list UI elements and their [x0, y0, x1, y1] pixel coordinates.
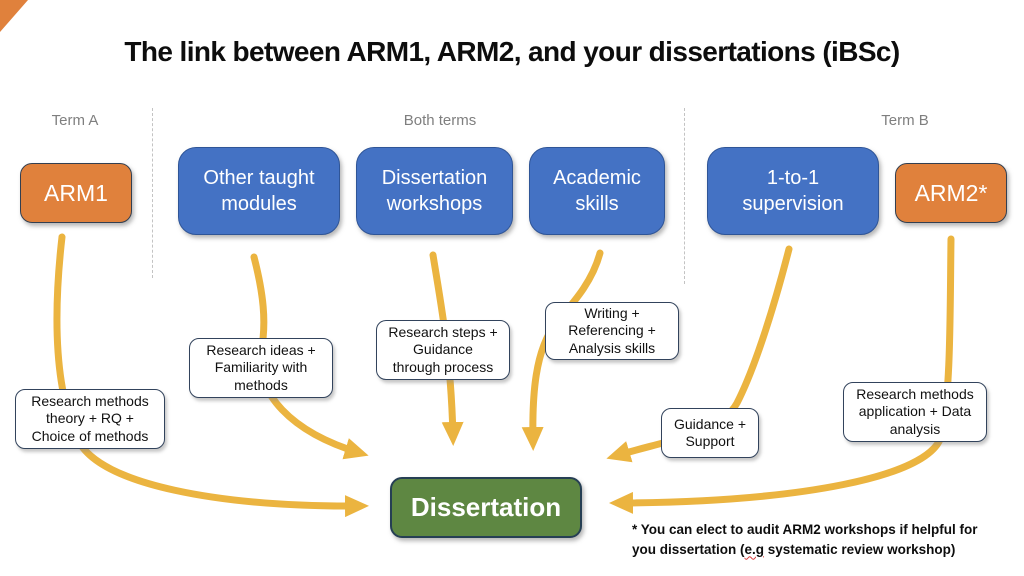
node-dissertation-workshops: Dissertation workshops [356, 147, 513, 235]
node-academic-skills: Academic skills [529, 147, 665, 235]
corner-triangle-decoration [0, 0, 28, 32]
section-label-both-terms: Both terms [403, 112, 477, 129]
footnote: * You can elect to audit ARM2 workshops … [632, 520, 1004, 559]
arrow-arm2-to-dissertation [609, 235, 955, 514]
footnote-line2-pre: you dissertation ( [632, 541, 745, 557]
node-arm1: ARM1 [20, 163, 132, 223]
section-divider-right [684, 108, 685, 284]
footnote-eg-misspelling: e.g [744, 541, 765, 557]
section-label-term-b: Term B [881, 112, 929, 129]
footnote-line1: * You can elect to audit ARM2 workshops … [632, 522, 978, 537]
section-label-term-a: Term A [51, 112, 99, 129]
note-arm2: Research methods application + Data anal… [843, 382, 987, 442]
page-title: The link between ARM1, ARM2, and your di… [124, 36, 900, 67]
note-academic-skills: Writing + Referencing + Analysis skills [545, 302, 679, 360]
note-arm1: Research methods theory + RQ + Choice of… [15, 389, 165, 449]
footnote-line2-post: systematic review workshop) [764, 541, 956, 557]
note-supervision: Guidance + Support [661, 408, 759, 458]
node-dissertation: Dissertation [390, 477, 582, 538]
note-other-taught-modules: Research ideas + Familiarity with method… [189, 338, 333, 398]
node-other-taught-modules: Other taught modules [178, 147, 340, 235]
note-dissertation-workshops: Research steps + Guidance through proces… [376, 320, 510, 380]
node-arm2: ARM2* [895, 163, 1007, 223]
node-1-to-1-supervision: 1-to-1 supervision [707, 147, 879, 235]
section-divider-left [152, 108, 153, 278]
